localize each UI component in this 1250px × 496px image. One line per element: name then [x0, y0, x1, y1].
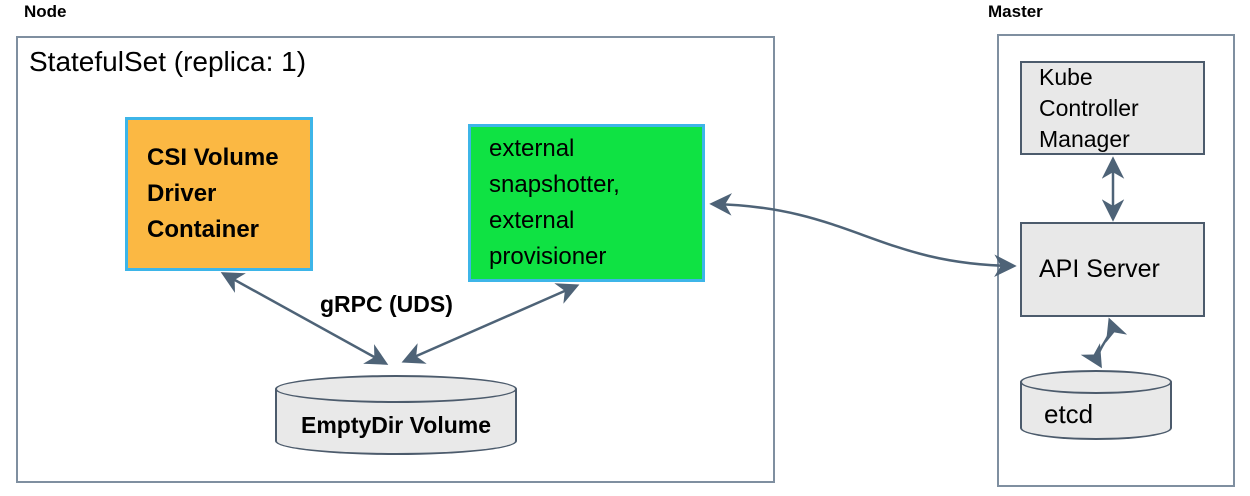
external-snapshotter-provisioner-box: external snapshotter, external provision… [468, 124, 705, 282]
api-server-label: API Server [1039, 255, 1160, 283]
etcd-label: etcd [1044, 398, 1094, 429]
kube-controller-manager-box: Kube Controller Manager [1020, 61, 1205, 155]
cylinder-top-ellipse [275, 375, 517, 403]
master-section-label: Master [988, 2, 1043, 21]
api-server-box: API Server [1020, 222, 1205, 317]
external-snapshotter-provisioner-label: external snapshotter, external provision… [489, 135, 620, 270]
csi-volume-driver-container-label: CSI Volume Driver Container [147, 144, 279, 243]
kube-controller-manager-label: Kube Controller Manager [1039, 63, 1139, 152]
etcd-cylinder: etcd [1020, 370, 1172, 440]
statefulset-label: StatefulSet (replica: 1) [29, 46, 307, 77]
grpc-uds-label: gRPC (UDS) [320, 291, 453, 317]
emptydir-volume-cylinder: EmptyDir Volume [275, 375, 517, 455]
csi-volume-driver-container-box: CSI Volume Driver Container [125, 117, 313, 271]
emptydir-volume-label: EmptyDir Volume [301, 411, 491, 438]
node-section-label: Node [24, 2, 67, 21]
node-section-box: StatefulSet (replica: 1) [16, 36, 775, 483]
cylinder-top-ellipse [1020, 370, 1172, 394]
